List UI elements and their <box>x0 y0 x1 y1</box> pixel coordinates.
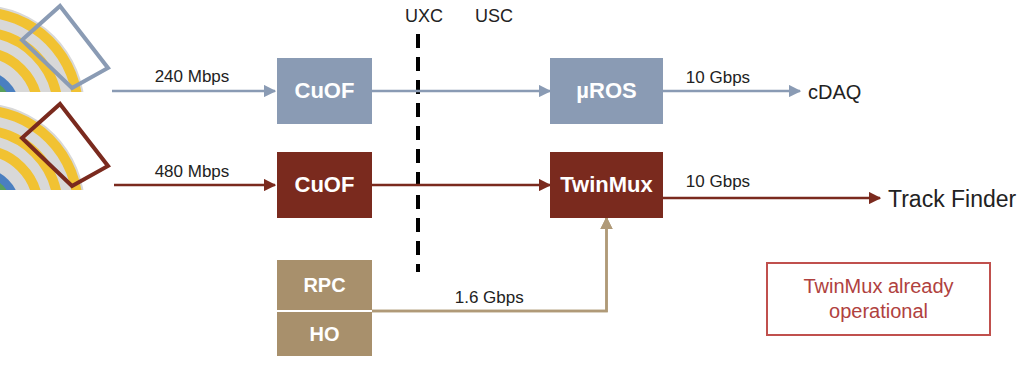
rate-label: Track Finder <box>888 186 1016 213</box>
rate-label: 10 Gbps <box>686 172 750 192</box>
rate-label: cDAQ <box>808 81 861 104</box>
rate-label: 480 Mbps <box>155 162 230 182</box>
box-text: µROS <box>576 77 636 105</box>
trigger-box: TwinMux <box>550 152 663 218</box>
cavern-boundary <box>416 34 420 272</box>
box-text: TwinMux already operational <box>776 274 981 324</box>
readout-box: µROS <box>550 58 663 124</box>
box-text: CuOF <box>295 171 355 199</box>
box-text: RPC <box>303 273 345 298</box>
rate-label: USC <box>475 6 513 27</box>
rate-label: 240 Mbps <box>155 67 230 87</box>
converter-box: CuOF <box>277 58 372 124</box>
note-box: TwinMux already operational <box>766 262 991 336</box>
subsystem-box: RPC <box>277 260 372 310</box>
output-arrow <box>663 197 880 200</box>
detector-wedge <box>0 98 112 190</box>
output-arrow <box>663 90 800 93</box>
rate-label: 10 Gbps <box>686 68 750 88</box>
input-arrow <box>112 90 275 93</box>
signal-link <box>372 218 607 311</box>
signal-link <box>372 184 550 187</box>
box-text: TwinMux <box>560 171 652 199</box>
box-text: HO <box>310 322 340 347</box>
subsystem-box: HO <box>277 312 372 356</box>
box-text: CuOF <box>295 77 355 105</box>
rate-label: UXC <box>405 6 443 27</box>
signal-link <box>372 218 607 311</box>
rate-label: 1.6 Gbps <box>455 288 524 308</box>
detector-wedge <box>0 0 112 92</box>
converter-box: CuOF <box>277 152 372 218</box>
signal-link <box>372 90 550 93</box>
input-arrow <box>114 184 275 187</box>
